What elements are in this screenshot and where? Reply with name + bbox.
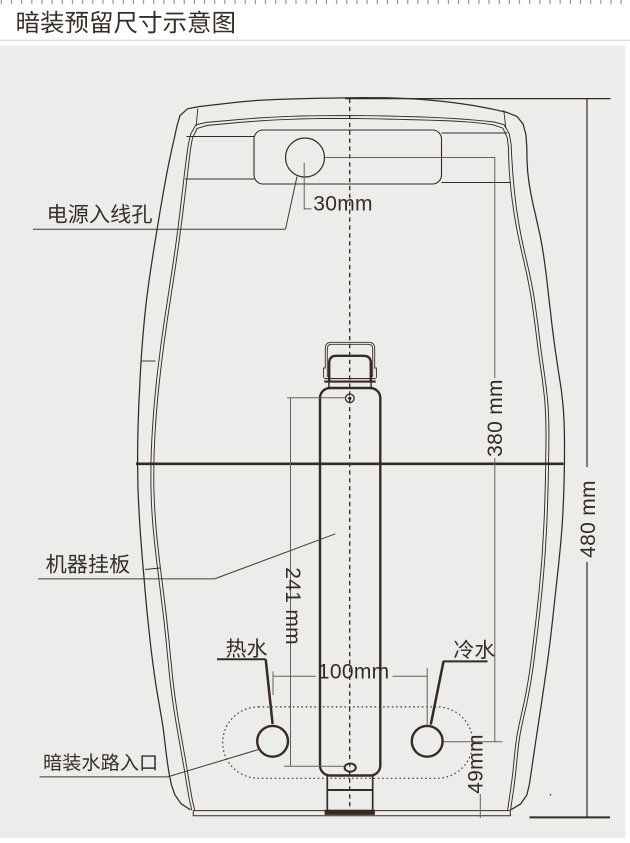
- svg-text:380 mm: 380 mm: [484, 379, 507, 457]
- svg-text:49mm: 49mm: [465, 734, 488, 794]
- svg-text:480 mm: 480 mm: [577, 480, 600, 558]
- svg-text:241 mm: 241 mm: [281, 567, 304, 645]
- svg-text:30mm: 30mm: [313, 192, 373, 215]
- svg-text:100mm: 100mm: [318, 661, 390, 684]
